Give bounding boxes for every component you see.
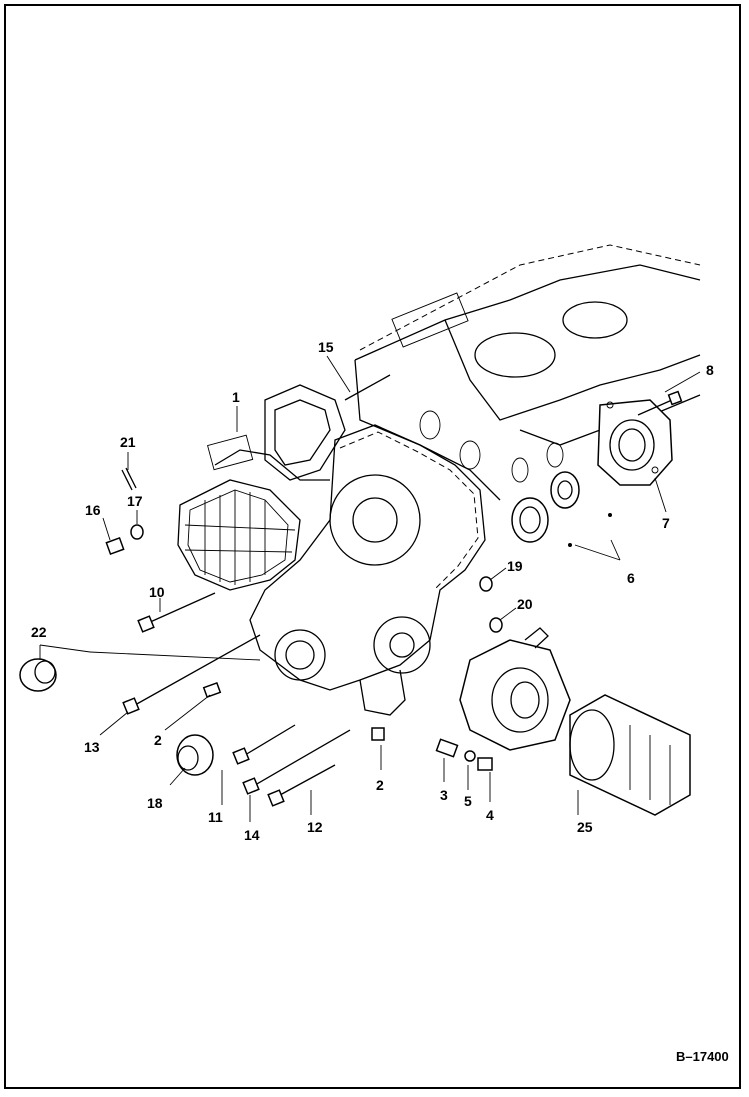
- leader-lines: [39, 355, 701, 822]
- oil-pump-cover: [597, 399, 673, 486]
- plug-22: [19, 658, 57, 692]
- callout-13: 13: [84, 739, 100, 755]
- callout-14: 14: [244, 827, 260, 843]
- callout-2a: 2: [154, 732, 162, 748]
- callout-12: 12: [307, 819, 323, 835]
- oil-filter-base: [459, 627, 571, 751]
- callout-1: 1: [232, 389, 240, 405]
- oil-filter: [569, 694, 691, 816]
- callout-10: 10: [149, 584, 165, 600]
- figure-reference-number: B–17400: [676, 1049, 729, 1064]
- callout-3: 3: [440, 787, 448, 803]
- callout-21: 21: [120, 434, 136, 450]
- gear-case-assembly: [249, 384, 486, 716]
- callout-8: 8: [706, 362, 714, 378]
- callout-17: 17: [127, 493, 143, 509]
- bolts: [122, 374, 391, 807]
- callout-6: 6: [627, 570, 635, 586]
- seal-18: [176, 734, 214, 776]
- callout-11: 11: [208, 809, 223, 825]
- callout-15: 15: [318, 339, 334, 355]
- callout-19: 19: [507, 558, 523, 574]
- callout-2b: 2: [376, 777, 384, 793]
- relief-valve-parts: [202, 681, 493, 771]
- nut-16-washer-17-stud-21: [105, 467, 144, 555]
- callout-18: 18: [147, 795, 163, 811]
- callout-4: 4: [486, 807, 494, 823]
- callout-7: 7: [662, 515, 670, 531]
- washers-19-20: [479, 576, 503, 633]
- callout-5: 5: [464, 793, 472, 809]
- bolt-8: [637, 390, 683, 416]
- bearing-set: [511, 471, 612, 547]
- diagram-frame: [4, 4, 741, 1089]
- callout-20: 20: [517, 596, 533, 612]
- pulley-housing: [177, 434, 330, 591]
- callout-22: 22: [31, 624, 47, 640]
- callout-16: 16: [85, 502, 101, 518]
- callout-25: 25: [577, 819, 593, 835]
